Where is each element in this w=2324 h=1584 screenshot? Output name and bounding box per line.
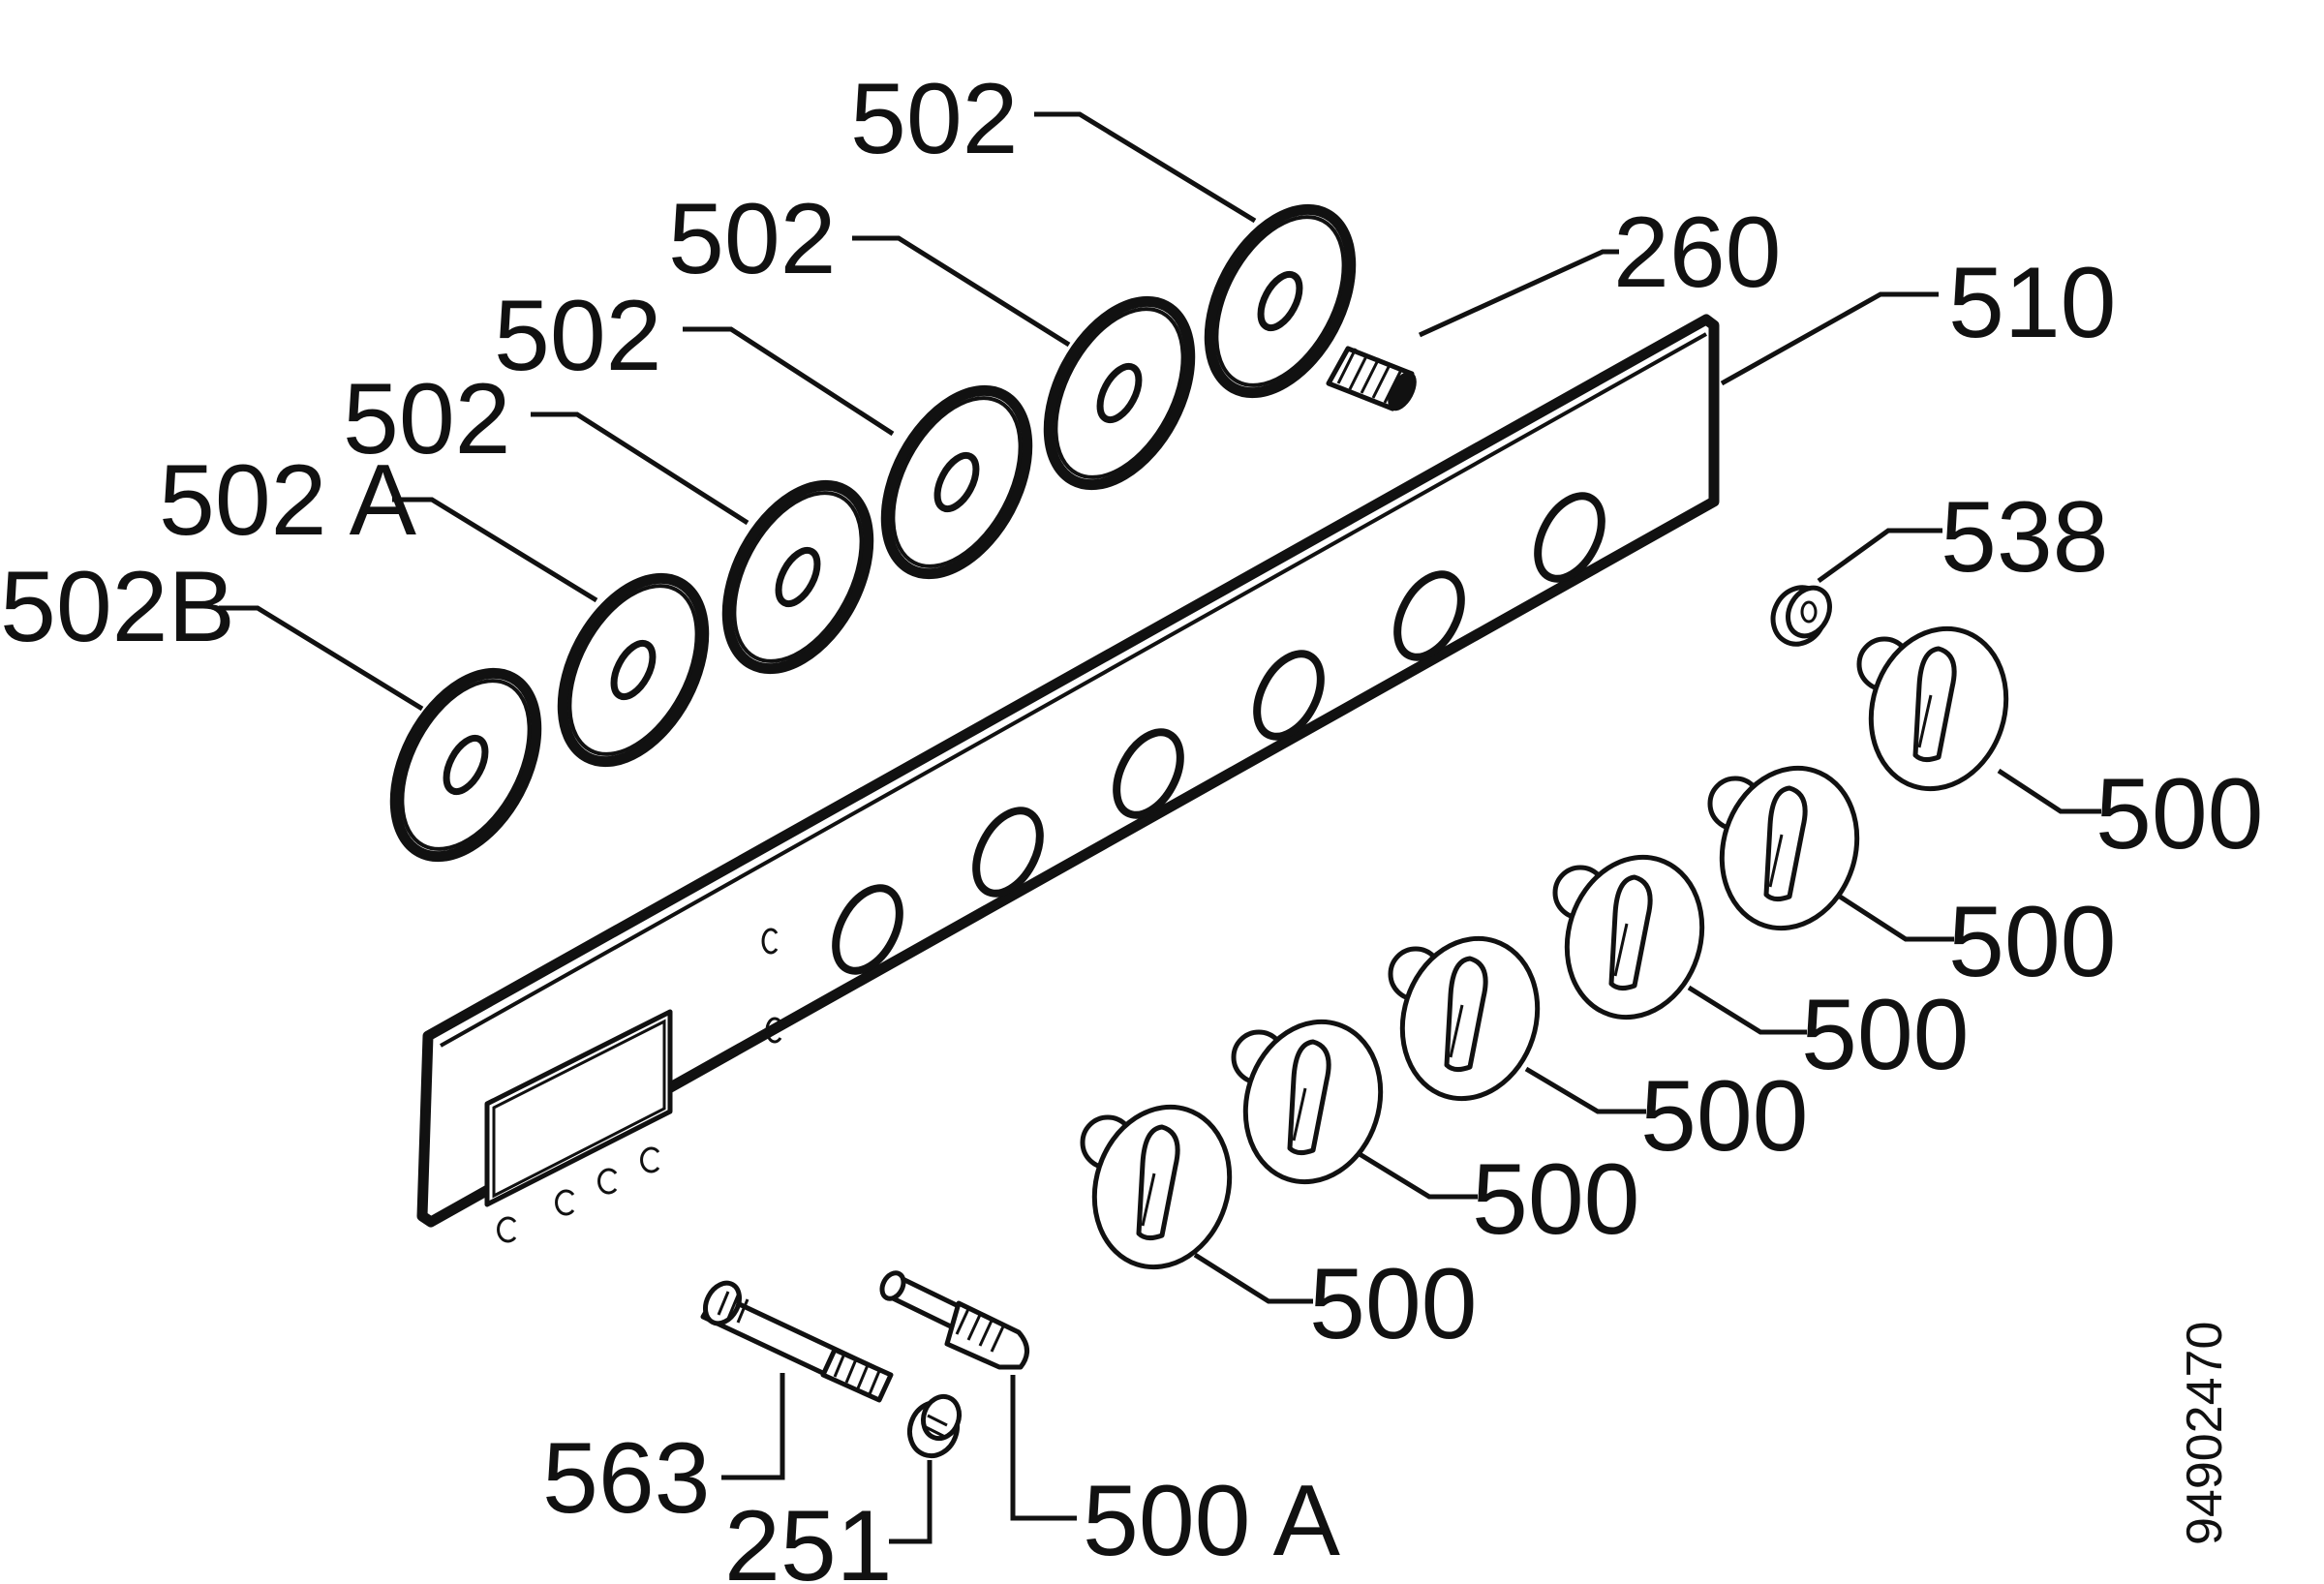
display-buttons: [497, 928, 782, 1243]
label-502-top: 502: [850, 63, 1019, 175]
label-502b: 502B: [0, 551, 235, 663]
label-500-6: 500: [1309, 1248, 1478, 1360]
label-500-2: 500: [1948, 886, 2117, 998]
label-500-4: 500: [1640, 1060, 1809, 1173]
knob-1: [1080, 1104, 1233, 1270]
label-251: 251: [724, 1490, 893, 1584]
extension-shaft: [700, 1280, 894, 1403]
ring-nut: [1770, 585, 1832, 647]
washers: [389, 203, 1357, 863]
label-538: 538: [1941, 481, 2109, 594]
knob-5: [1707, 765, 1860, 931]
knobs: [1080, 625, 2009, 1270]
label-500-5: 500: [1472, 1143, 1640, 1256]
knob-6: [1856, 625, 2009, 792]
label-502-2: 502: [668, 183, 837, 295]
label-500-1: 500: [2095, 758, 2264, 870]
label-500a: 500 A: [1083, 1465, 1341, 1577]
knob-4: [1552, 854, 1705, 1020]
control-panel: [416, 314, 1720, 1243]
washer-502b: [389, 667, 542, 863]
drawing-number: 94902470: [2177, 1322, 2233, 1545]
washer-502-3: [880, 384, 1033, 580]
washer-502-4: [721, 479, 874, 675]
washer-502-2: [1043, 295, 1196, 491]
button-part: [906, 1393, 963, 1459]
spring: [1326, 346, 1417, 411]
label-500-3: 500: [1801, 979, 1970, 1091]
panel-knob-holes: [832, 492, 1605, 975]
label-510: 510: [1948, 247, 2117, 359]
leader-lines: [219, 111, 2101, 1544]
knob-3: [1388, 935, 1541, 1102]
knob-2: [1231, 1019, 1384, 1185]
washer-502a: [557, 572, 710, 768]
display-window: [484, 1009, 673, 1207]
label-563: 563: [542, 1422, 711, 1535]
label-502a: 502 A: [159, 444, 417, 557]
washer-502-1: [1204, 203, 1357, 399]
label-502-3: 502: [494, 280, 662, 392]
small-knob-shaft: [879, 1270, 1029, 1370]
label-502-4: 502: [343, 363, 511, 475]
part-labels: 502 502 502 502 502 A 502B 260 510 538 5…: [0, 63, 2264, 1584]
label-260: 260: [1613, 197, 1782, 309]
